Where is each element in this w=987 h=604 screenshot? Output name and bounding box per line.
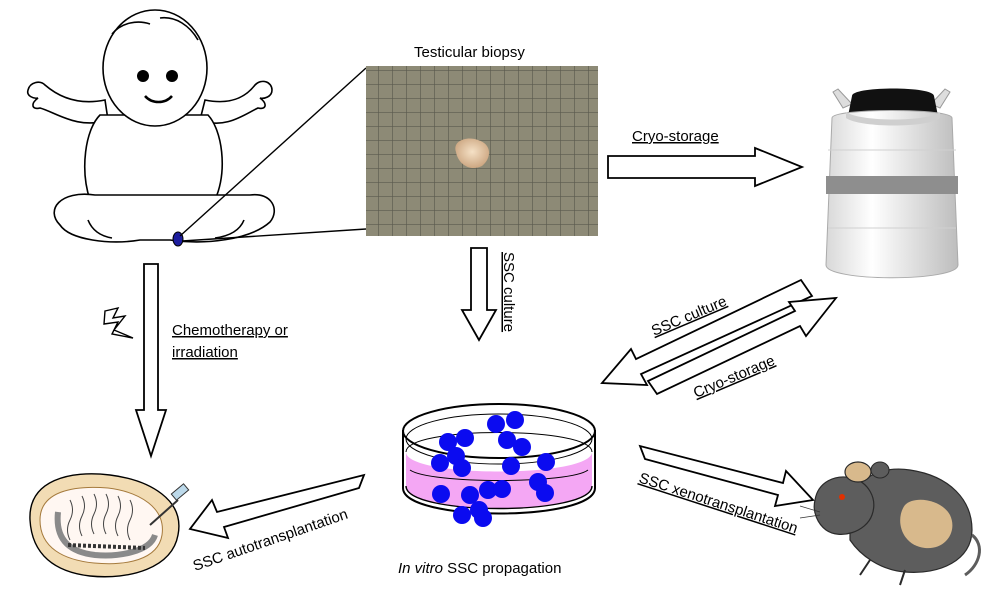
mouse-icon (799, 461, 981, 586)
arrow-to-cryo (607, 146, 805, 188)
chemo-label-line1: Chemotherapy or (172, 322, 288, 339)
testis-cross-section-icon (29, 473, 190, 578)
lightning-icon (103, 306, 134, 339)
cryo-tank-icon (825, 88, 959, 279)
cryo-storage-label-top: Cryo-storage (632, 128, 719, 145)
arrow-to-dish (460, 247, 498, 342)
chemo-label-line2: irradiation (172, 344, 238, 361)
arrow-dish-to-testis (188, 473, 366, 540)
propagation-rest: SSC propagation (443, 560, 561, 577)
ssc-culture-label-vertical: SSC culture (500, 252, 517, 332)
propagation-label: In vitro SSC propagation (398, 560, 561, 577)
biopsy-label: Testicular biopsy (414, 44, 525, 61)
zoom-line-top (179, 67, 367, 237)
baby-icon (26, 9, 275, 243)
propagation-italic: In vitro (398, 560, 443, 577)
baby-face (137, 70, 178, 104)
arrow-dish-to-mouse (638, 444, 815, 508)
arrow-to-testis (134, 263, 168, 459)
zoom-line-bottom (181, 228, 367, 242)
tissue-on-grid-icon (366, 66, 598, 236)
arrow-tank-to-dish (600, 278, 814, 386)
ssc-cells (431, 411, 555, 527)
arrow-dish-to-tank (646, 296, 838, 396)
